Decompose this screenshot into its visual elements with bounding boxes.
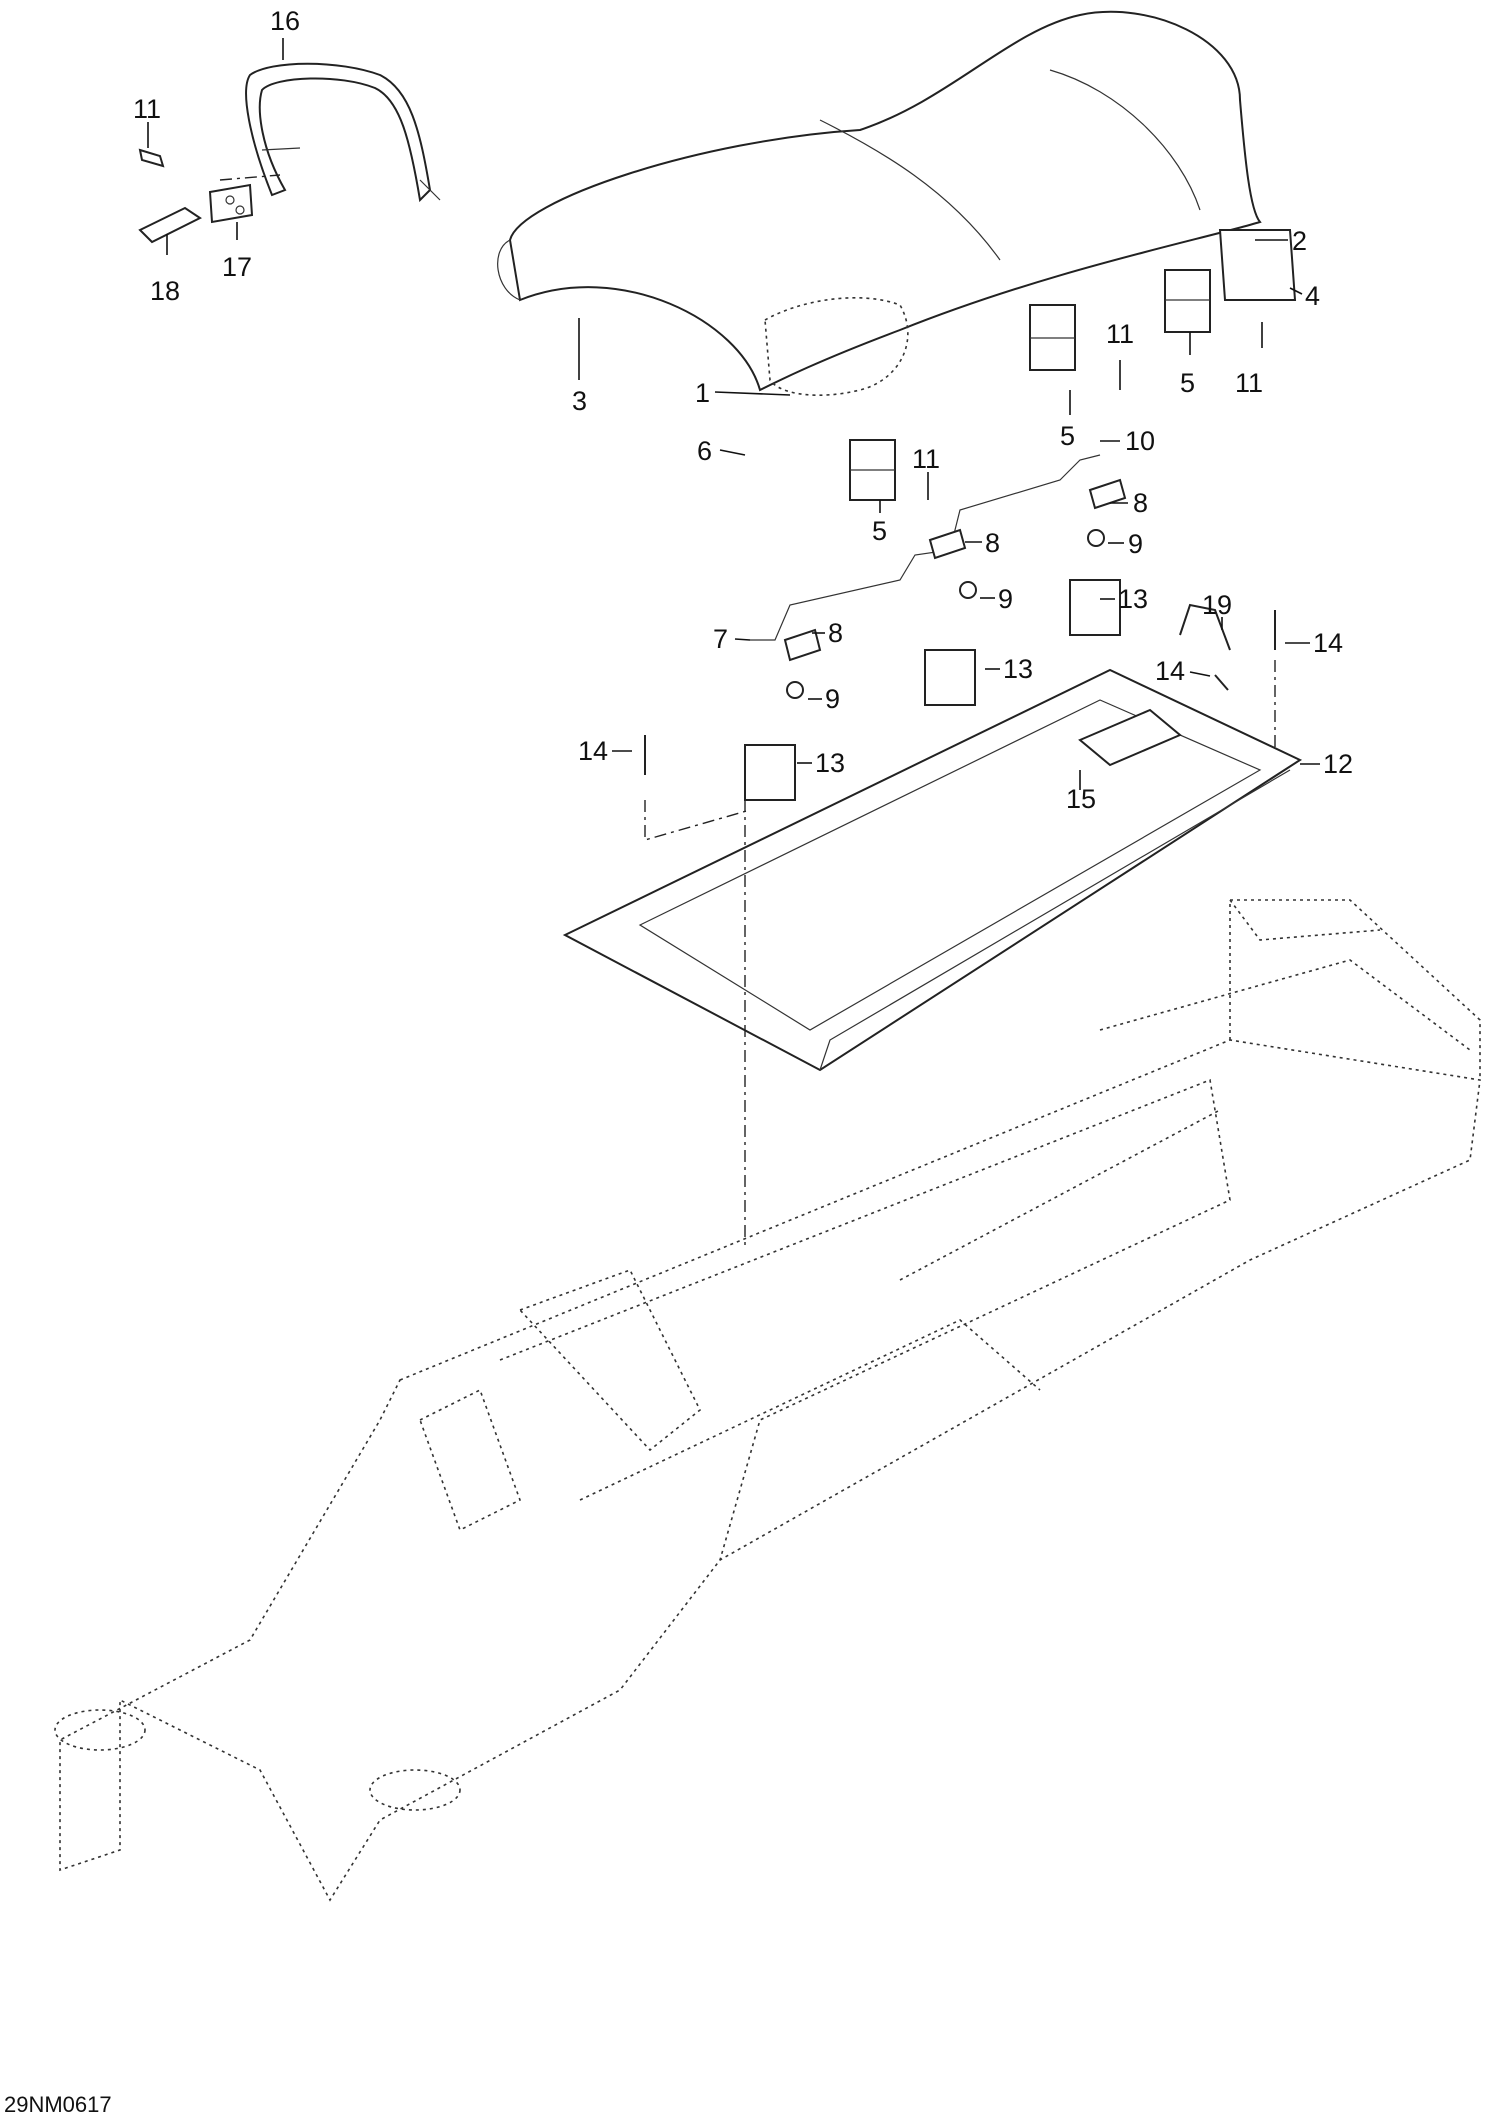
callout-13: 13 bbox=[1118, 584, 1148, 614]
callout-17: 17 bbox=[222, 252, 252, 282]
callout-11: 11 bbox=[1106, 319, 1134, 349]
callout-8: 8 bbox=[985, 528, 1000, 558]
fastener-parts bbox=[644, 610, 1276, 775]
callout-14: 14 bbox=[578, 736, 608, 766]
hinge-left bbox=[849, 439, 896, 501]
callout-15: 15 bbox=[1066, 784, 1096, 814]
screw-parts bbox=[786, 529, 1105, 699]
callout-9: 9 bbox=[1128, 529, 1143, 559]
callout-14: 14 bbox=[1313, 628, 1343, 658]
wire-part bbox=[750, 454, 1101, 641]
rail-part bbox=[1218, 229, 1297, 301]
callout-12: 12 bbox=[1323, 749, 1353, 779]
callout-11: 11 bbox=[912, 444, 940, 474]
callout-4: 4 bbox=[1305, 281, 1320, 311]
callout-8: 8 bbox=[1133, 488, 1148, 518]
callout-9: 9 bbox=[998, 584, 1013, 614]
callout-9: 9 bbox=[825, 684, 840, 714]
callout-6: 6 bbox=[697, 436, 712, 466]
seat-part bbox=[497, 10, 1262, 396]
rivet-part bbox=[138, 148, 165, 168]
callout-5: 5 bbox=[872, 516, 887, 546]
bracket-part bbox=[208, 183, 254, 224]
callout-5: 5 bbox=[1180, 368, 1195, 398]
tray-part bbox=[562, 668, 1303, 1072]
callout-18: 18 bbox=[150, 276, 180, 306]
callout-2: 2 bbox=[1292, 226, 1307, 256]
tray-bracket-parts bbox=[744, 579, 1121, 801]
clip-parts bbox=[783, 478, 1127, 662]
callout-7: 7 bbox=[713, 624, 728, 654]
strap-part bbox=[245, 62, 441, 203]
callout-19: 19 bbox=[1202, 590, 1232, 620]
plate-part bbox=[138, 206, 202, 244]
callout-11: 11 bbox=[1235, 368, 1263, 398]
callout-14: 14 bbox=[1155, 656, 1185, 686]
hinge-middle bbox=[1029, 304, 1076, 371]
hinge-right bbox=[1164, 269, 1211, 333]
callout-8: 8 bbox=[828, 618, 843, 648]
callout-13: 13 bbox=[1003, 654, 1033, 684]
chassis-outline bbox=[54, 899, 1481, 1902]
callout-11: 11 bbox=[133, 94, 161, 124]
callout-16: 16 bbox=[270, 6, 300, 36]
leader-lines bbox=[147, 38, 1320, 790]
callout-10: 10 bbox=[1125, 426, 1155, 456]
drawing-code: 29NM0617 bbox=[4, 2092, 112, 2117]
callout-1: 1 bbox=[695, 378, 710, 408]
callouts: 16 11 17 18 2 4 3 1 11 5 11 5 10 6 11 5 … bbox=[133, 6, 1353, 814]
callout-3: 3 bbox=[572, 386, 587, 416]
alignment-lines bbox=[219, 174, 1276, 1250]
callout-13: 13 bbox=[815, 748, 845, 778]
callout-5: 5 bbox=[1060, 421, 1075, 451]
